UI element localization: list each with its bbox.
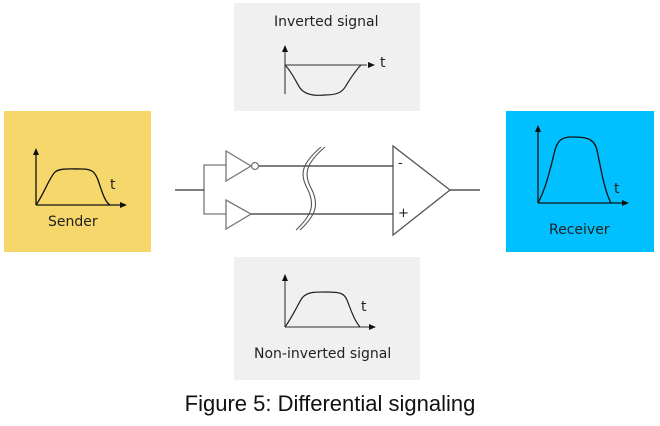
inverted-waveform bbox=[284, 64, 362, 96]
receiver-box bbox=[506, 111, 654, 252]
differential-amplifier bbox=[392, 144, 452, 237]
inverting-buffer bbox=[225, 149, 253, 183]
sender-box bbox=[4, 111, 151, 252]
sender-t-label: t bbox=[110, 177, 116, 193]
sender-waveform bbox=[35, 168, 111, 206]
inverted-t-label: t bbox=[380, 55, 386, 71]
inverter-bubble bbox=[250, 161, 260, 171]
non-inverted-signal-box bbox=[234, 257, 420, 380]
receiver-y-arrow bbox=[535, 125, 541, 132]
non-inverted-signal-label: Non-inverted signal bbox=[254, 346, 392, 362]
inverted-y-arrow bbox=[282, 45, 288, 52]
receiver-label: Receiver bbox=[549, 222, 610, 238]
inverted-signal-box bbox=[234, 3, 420, 111]
cable-break-symbol bbox=[295, 146, 326, 231]
split-wire-bottom bbox=[203, 190, 226, 215]
noninverted-x-arrow bbox=[369, 324, 376, 330]
split-wire-top bbox=[203, 164, 226, 190]
receiver-waveform bbox=[537, 136, 612, 204]
receiver-t-label: t bbox=[614, 181, 620, 197]
noninverted-y-arrow bbox=[282, 274, 288, 281]
receiver-x-arrow bbox=[622, 200, 629, 206]
figure-caption: Figure 5: Differential signaling bbox=[184, 391, 476, 416]
inverted-signal-label: Inverted signal bbox=[274, 14, 379, 30]
noninverted-t-label: t bbox=[361, 299, 367, 315]
sender-y-arrow bbox=[33, 148, 39, 155]
non-inverting-buffer bbox=[225, 198, 253, 231]
sender-label: Sender bbox=[48, 214, 98, 230]
minus-input-label: - bbox=[398, 156, 403, 171]
inverted-x-arrow bbox=[368, 62, 375, 68]
noninverted-waveform bbox=[284, 291, 361, 328]
plus-input-label: + bbox=[398, 206, 409, 221]
sender-x-arrow bbox=[120, 202, 127, 208]
